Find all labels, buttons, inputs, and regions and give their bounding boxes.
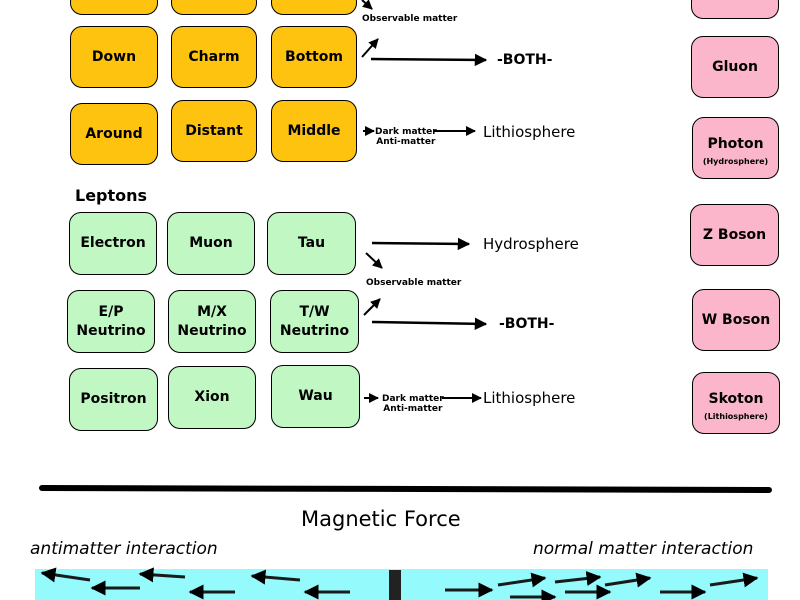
lepton-box-tw-neutrino: T/W Neutrino	[270, 290, 359, 353]
lepton-box-positron: Positron	[69, 368, 158, 431]
normal-matter-label: normal matter interaction	[533, 539, 754, 559]
lepton-both-arrow	[371, 317, 488, 331]
boson-photon-sub: (Hydrosphere)	[702, 157, 769, 166]
normal-arrow-4	[554, 571, 602, 586]
normal-arrow-6	[604, 572, 652, 588]
quark-observable-label: Observable matter	[362, 14, 458, 24]
quark-box-down: Down	[70, 26, 158, 88]
quark-observable-arrow-down	[361, 0, 373, 10]
anti-arrow-5	[250, 569, 301, 585]
boson-box-skoton: Skoton (Lithiosphere)	[692, 372, 780, 434]
boson-skoton-label: Skoton	[708, 391, 764, 407]
normal-arrow-2	[497, 572, 547, 588]
quark-distant-label: Distant	[185, 122, 243, 139]
lepton-tw-line-1: T/W	[299, 303, 330, 320]
quark-around-label: Around	[85, 125, 143, 142]
boson-photon-label: Photon	[707, 136, 764, 152]
anti-arrow-1	[40, 567, 91, 583]
boson-z-label: Z Boson	[702, 226, 767, 243]
lepton-observable-arrow-up	[363, 298, 381, 316]
boson-box-photon: Photon (Hydrosphere)	[692, 117, 779, 179]
lepton-xion-label: Xion	[194, 389, 230, 405]
quark-dark-line-2: Anti-matter	[376, 137, 436, 147]
magnetic-title: Magnetic Force	[301, 507, 461, 531]
lepton-lithio-label: Lithiosphere	[483, 389, 576, 407]
normal-matter-arrows	[445, 571, 759, 600]
lepton-dark-line-1: Dark matter	[382, 394, 444, 404]
boson-box-z: Z Boson	[690, 204, 779, 266]
boson-w-label: W Boson	[701, 311, 771, 328]
quark-box-middle: Middle	[271, 100, 357, 162]
lepton-dark-line-2: Anti-matter	[383, 404, 443, 414]
boson-box-gluon: Gluon	[691, 36, 779, 98]
anti-arrow-3	[138, 567, 186, 583]
normal-arrow-8	[709, 572, 759, 588]
leptons-heading: Leptons	[75, 186, 148, 205]
lepton-tw-line-2: Neutrino	[279, 322, 350, 339]
quark-dark-label: Dark matter Anti-matter	[375, 127, 437, 147]
boson-box-w: W Boson	[692, 289, 780, 351]
lepton-box-electron: Electron	[69, 212, 157, 275]
lepton-electron-label: Electron	[80, 235, 146, 251]
antimatter-arrows	[40, 567, 350, 600]
lepton-box-muon: Muon	[167, 212, 255, 275]
lepton-dark-label: Dark matter Anti-matter	[382, 394, 444, 414]
quark-dark-line-1: Dark matter	[375, 127, 437, 137]
lepton-box-wau: Wau	[271, 365, 360, 428]
lepton-observable-label: Observable matter	[366, 278, 462, 288]
quark-box-charm: Charm	[171, 26, 257, 88]
lepton-hydro-arrow	[371, 237, 471, 251]
quark-both-label: -BOTH-	[497, 52, 553, 68]
lepton-box-mx-neutrino: M/X Neutrino	[168, 290, 256, 353]
lepton-ep-line-1: E/P	[98, 303, 124, 320]
section-divider	[39, 485, 772, 493]
lepton-mx-line-2: Neutrino	[177, 322, 247, 339]
lepton-tau-label: Tau	[297, 235, 326, 251]
quark-box-around: Around	[70, 103, 158, 165]
quark-down-label: Down	[91, 48, 137, 65]
magnetic-center-bar	[389, 570, 401, 600]
quark-box-bottom: Bottom	[271, 26, 357, 88]
lepton-both-label: -BOTH-	[499, 316, 555, 332]
quark-bottom-label: Bottom	[285, 48, 343, 65]
quark-observable-arrow-up	[361, 38, 379, 58]
quark-charm-label: Charm	[188, 48, 240, 65]
quark-box-distant: Distant	[171, 100, 257, 162]
lepton-muon-label: Muon	[189, 235, 233, 251]
lepton-hydro-label: Hydrosphere	[483, 235, 579, 253]
lepton-box-tau: Tau	[267, 212, 356, 275]
boson-gluon-label: Gluon	[712, 58, 758, 75]
lepton-observable-arrow-down	[365, 252, 383, 269]
lepton-box-ep-neutrino: E/P Neutrino	[67, 290, 155, 353]
lepton-mx-line-1: M/X	[197, 303, 227, 320]
quark-middle-label: Middle	[287, 122, 341, 139]
boson-skoton-sub: (Lithiosphere)	[704, 412, 768, 421]
antimatter-label: antimatter interaction	[30, 539, 218, 559]
lepton-box-xion: Xion	[168, 366, 256, 429]
quark-lithio-label: Lithiosphere	[483, 123, 576, 141]
quark-both-arrow	[370, 53, 488, 67]
boson-box-top	[691, 0, 779, 19]
lepton-ep-line-2: Neutrino	[76, 322, 146, 339]
lepton-positron-label: Positron	[80, 391, 147, 407]
lepton-wau-label: Wau	[298, 388, 333, 404]
